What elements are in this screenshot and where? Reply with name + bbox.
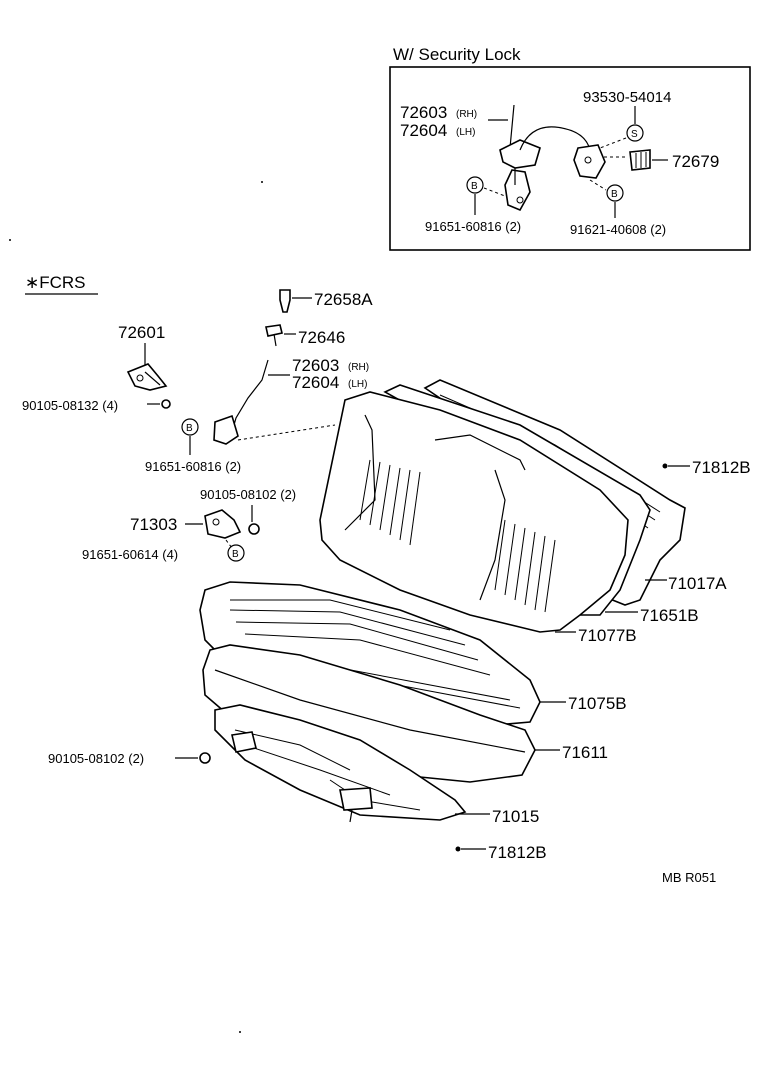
clip-72679-icon <box>629 149 651 171</box>
mark-b-icon <box>466 176 484 194</box>
seat-back-cover-71077b-icon <box>319 391 629 633</box>
mark-b-icon <box>606 184 624 202</box>
inset-label-93530-54014: 93530-54014 <box>583 89 671 106</box>
label-71611: 71611 <box>562 743 608 762</box>
screw-72658a-icon <box>279 289 291 313</box>
label-72646: 72646 <box>298 328 345 347</box>
inset-label-72603: 72603 <box>400 103 447 122</box>
label-72603: 72603 <box>292 356 339 375</box>
label-90105-08102-lower: 90105-08102 (2) <box>48 751 144 766</box>
inset-label-lh: (LH) <box>456 127 475 138</box>
label-71075B: 71075B <box>568 694 627 713</box>
inset-label-91651-60816: 91651-60816 (2) <box>425 219 521 234</box>
label-71015: 71015 <box>492 807 539 826</box>
bolt-90105-08102-icon <box>248 523 260 535</box>
mark-b-icon <box>227 544 245 562</box>
label-71017A: 71017A <box>668 574 727 593</box>
lock-rod-72603-icon <box>213 359 269 445</box>
fcrs-title: ∗FCRS <box>25 273 86 292</box>
label-90105-08132: 90105-08132 (4) <box>22 398 118 413</box>
security-lock-inset: W/ Security Lock 72603 (RH) 72604 (LH) 9… <box>389 45 751 251</box>
mark-s-icon <box>626 124 644 142</box>
inset-label-72604: 72604 <box>400 121 447 140</box>
label-lh: (LH) <box>348 379 367 390</box>
mark-b-icon <box>181 418 199 436</box>
label-91651-60816: 91651-60816 (2) <box>145 459 241 474</box>
label-72604: 72604 <box>292 373 339 392</box>
bolt-90105-08132-icon <box>161 399 171 409</box>
lock-rod-assembly-icon <box>499 104 606 212</box>
inset-label-72679: 72679 <box>672 152 719 171</box>
seat-cushion-frame-71015-icon <box>214 704 467 823</box>
svg-text:S: S <box>631 129 638 140</box>
svg-text:B: B <box>471 181 478 192</box>
hinge-bracket-72601-icon <box>126 363 168 391</box>
label-72601: 72601 <box>118 323 165 342</box>
label-71077B: 71077B <box>578 626 637 645</box>
label-71303: 71303 <box>130 515 177 534</box>
label-71812B-bottom: 71812B <box>488 843 547 862</box>
clip-71812b-top-icon <box>662 463 668 469</box>
label-90105-08102-upper: 90105-08102 (2) <box>200 487 296 502</box>
inset-label-rh: (RH) <box>456 109 477 120</box>
hinge-71303-icon <box>204 509 242 539</box>
inset-frame <box>389 66 751 251</box>
label-71812B-top: 71812B <box>692 458 751 477</box>
clip-71812b-bottom-icon <box>455 846 461 852</box>
inset-label-91621-40608: 91621-40608 (2) <box>570 222 666 237</box>
label-rh: (RH) <box>348 362 369 373</box>
bolt-72646-icon <box>265 324 283 347</box>
footer-code: MB R051 <box>662 870 716 885</box>
svg-text:B: B <box>232 549 239 560</box>
svg-text:B: B <box>186 423 193 434</box>
label-71651B: 71651B <box>640 606 699 625</box>
bolt-90105-08102-lower-icon <box>199 752 211 764</box>
svg-text:B: B <box>611 189 618 200</box>
label-72658A: 72658A <box>314 290 373 309</box>
seat-cushion-cover-71075b-icon <box>199 581 541 729</box>
inset-title: W/ Security Lock <box>393 45 521 64</box>
seat-cushion-pad-71611-icon <box>202 644 536 783</box>
label-91651-60614: 91651-60614 (4) <box>82 547 178 562</box>
